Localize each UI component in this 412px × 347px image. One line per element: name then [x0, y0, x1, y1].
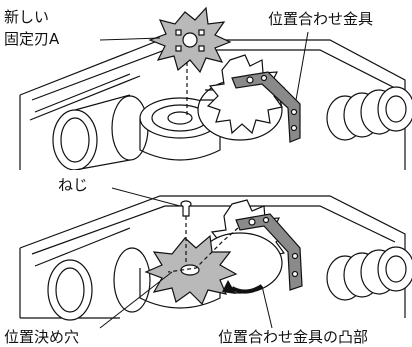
label-new-blade-line2: 固定刃A	[4, 30, 60, 48]
leader-line-screw	[111, 187, 181, 207]
new-fixed-blade-a	[148, 6, 232, 74]
left-roller	[52, 94, 149, 170]
dashed-bracket-path	[167, 227, 239, 273]
right-rollers	[326, 86, 412, 141]
leader-line-positioning-hole	[99, 271, 173, 329]
left-roller	[47, 247, 151, 321]
screw	[180, 200, 192, 217]
positioning-bracket	[235, 213, 303, 291]
label-bracket-protrusion: 位置合わせ金具の凸部	[218, 328, 368, 346]
top-panel-svg: 新しい 固定刃A 位置合わせ金具	[4, 6, 412, 170]
label-positioning-bracket: 位置合わせ金具	[268, 10, 373, 28]
bottom-panel: ねじ 位置決め穴 位置合わせ金具の凸部	[0, 168, 412, 347]
label-new-blade-line1: 新しい	[4, 8, 49, 26]
installed-fixed-blade	[144, 234, 238, 306]
rotation-arrow	[222, 280, 264, 294]
label-positioning-hole: 位置決め穴	[4, 328, 79, 346]
leader-line-bracket	[295, 31, 309, 101]
leader-line-bracket-protrusion	[261, 285, 273, 329]
positioning-bracket	[231, 71, 301, 143]
right-rollers	[326, 246, 412, 301]
top-panel: 新しい 固定刃A 位置合わせ金具	[0, 0, 412, 170]
leader-line-new-blade	[99, 37, 161, 41]
bottom-panel-svg: ねじ 位置決め穴 位置合わせ金具の凸部	[4, 176, 412, 346]
label-screw: ねじ	[58, 176, 88, 194]
